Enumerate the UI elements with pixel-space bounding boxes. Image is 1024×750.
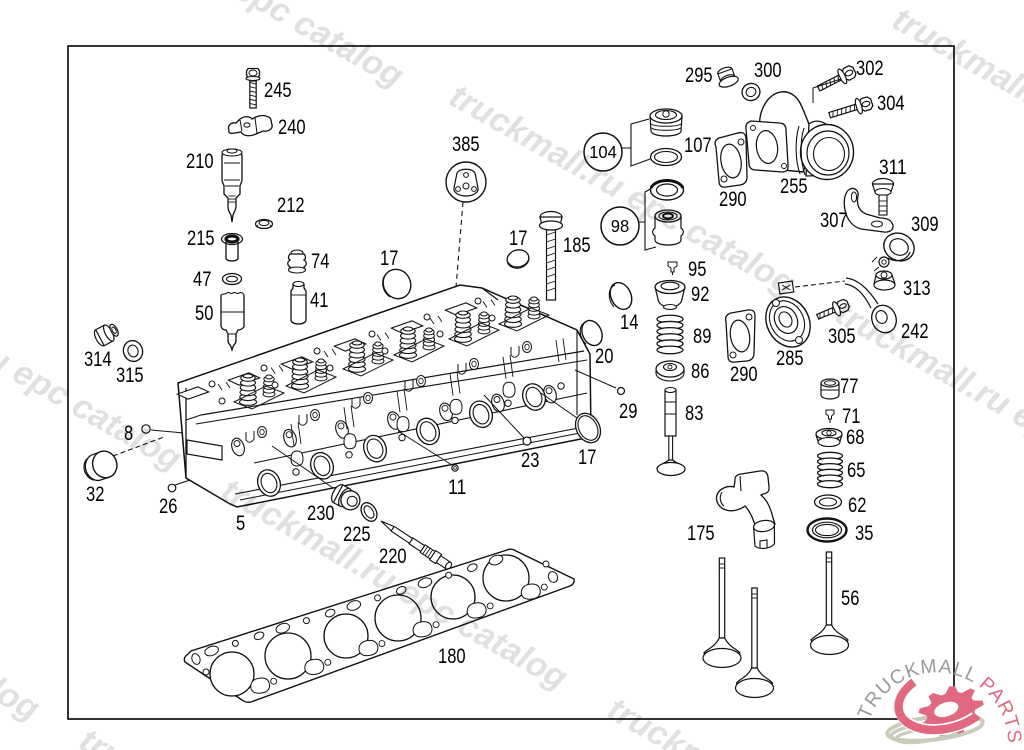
svg-text:245: 245 <box>264 79 292 102</box>
svg-text:47: 47 <box>193 268 211 291</box>
svg-text:92: 92 <box>691 283 709 306</box>
svg-text:311: 311 <box>879 156 907 179</box>
svg-text:65: 65 <box>847 459 865 482</box>
svg-text:220: 220 <box>379 545 407 568</box>
svg-text:83: 83 <box>685 402 703 425</box>
svg-text:309: 309 <box>911 213 939 236</box>
svg-text:314: 314 <box>84 348 112 371</box>
svg-text:285: 285 <box>776 347 804 370</box>
svg-text:20: 20 <box>595 345 613 368</box>
svg-text:89: 89 <box>693 325 711 348</box>
svg-text:86: 86 <box>691 360 709 383</box>
svg-text:14: 14 <box>620 311 639 334</box>
svg-text:385: 385 <box>452 133 480 156</box>
svg-text:180: 180 <box>438 645 466 668</box>
svg-text:242: 242 <box>901 320 929 343</box>
svg-text:56: 56 <box>841 587 859 610</box>
svg-text:305: 305 <box>828 325 856 348</box>
svg-text:215: 215 <box>187 227 215 250</box>
svg-text:29: 29 <box>619 400 637 423</box>
svg-text:290: 290 <box>719 188 747 211</box>
svg-text:304: 304 <box>877 92 905 115</box>
svg-text:225: 225 <box>343 523 371 546</box>
svg-text:240: 240 <box>278 116 306 139</box>
svg-text:26: 26 <box>159 495 177 518</box>
svg-text:185: 185 <box>563 234 591 257</box>
svg-text:41: 41 <box>310 289 328 312</box>
svg-text:210: 210 <box>186 150 214 173</box>
svg-text:104: 104 <box>589 142 617 162</box>
svg-text:98: 98 <box>611 216 629 236</box>
svg-text:5: 5 <box>236 512 245 535</box>
svg-text:313: 313 <box>903 277 931 300</box>
svg-text:8: 8 <box>124 422 133 445</box>
svg-text:175: 175 <box>687 522 715 545</box>
svg-text:307: 307 <box>820 209 848 232</box>
svg-text:62: 62 <box>848 494 866 517</box>
svg-text:302: 302 <box>856 57 884 80</box>
svg-text:17: 17 <box>578 446 596 469</box>
svg-text:32: 32 <box>86 483 104 506</box>
svg-text:71: 71 <box>842 405 860 428</box>
svg-text:35: 35 <box>855 522 873 545</box>
svg-text:212: 212 <box>277 194 305 217</box>
svg-text:68: 68 <box>846 426 864 449</box>
svg-text:315: 315 <box>116 364 144 387</box>
svg-text:290: 290 <box>730 363 758 386</box>
svg-text:50: 50 <box>195 302 213 325</box>
svg-text:107: 107 <box>684 134 712 157</box>
svg-text:77: 77 <box>840 375 858 398</box>
svg-text:230: 230 <box>307 502 335 525</box>
svg-text:300: 300 <box>754 59 782 82</box>
svg-text:295: 295 <box>685 64 713 87</box>
svg-text:11: 11 <box>448 476 466 499</box>
svg-text:74: 74 <box>311 250 330 273</box>
svg-text:17: 17 <box>380 247 398 270</box>
svg-text:17: 17 <box>509 227 527 250</box>
svg-text:255: 255 <box>780 175 808 198</box>
svg-text:95: 95 <box>688 258 706 281</box>
svg-text:23: 23 <box>521 449 539 472</box>
